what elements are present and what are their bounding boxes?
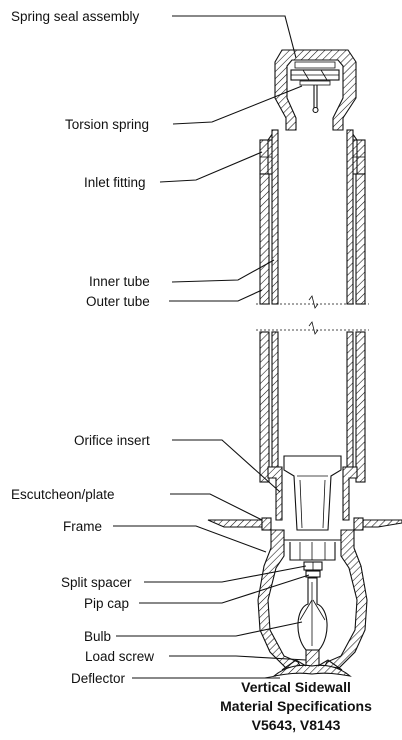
label-spring-seal-assembly: Spring seal assembly — [11, 9, 140, 24]
label-torsion-spring: Torsion spring — [65, 117, 149, 132]
inner-tube-upper — [271, 129, 354, 305]
frame-part — [257, 529, 368, 669]
label-inner-tube: Inner tube — [89, 274, 150, 289]
label-inlet-fitting: Inlet fitting — [84, 175, 146, 190]
label-frame: Frame — [63, 519, 102, 534]
label-escutcheon-plate: Escutcheon/plate — [11, 487, 115, 502]
deflector-part — [263, 659, 352, 679]
label-deflector: Deflector — [71, 671, 126, 686]
orifice-insert-part — [267, 455, 358, 531]
spring-seal-housing — [274, 49, 357, 131]
caption-line-3: V5643, V8143 — [252, 717, 341, 733]
bulb-part — [297, 577, 328, 651]
tube-lower — [259, 331, 366, 483]
label-pip-cap: Pip cap — [84, 596, 129, 611]
leader-lines — [113, 15, 310, 679]
label-outer-tube: Outer tube — [86, 294, 150, 309]
escutcheon-plate-part — [207, 517, 402, 531]
label-orifice-insert: Orifice insert — [74, 433, 150, 448]
label-load-screw: Load screw — [85, 649, 154, 664]
split-spacer-part — [303, 561, 323, 578]
tube-break-lines — [256, 295, 369, 335]
caption-line-2: Material Specifications — [220, 698, 372, 714]
label-split-spacer: Split spacer — [61, 575, 132, 590]
caption-line-1: Vertical Sidewall — [241, 679, 351, 695]
load-screw-part — [305, 649, 320, 667]
label-bulb: Bulb — [84, 629, 111, 644]
